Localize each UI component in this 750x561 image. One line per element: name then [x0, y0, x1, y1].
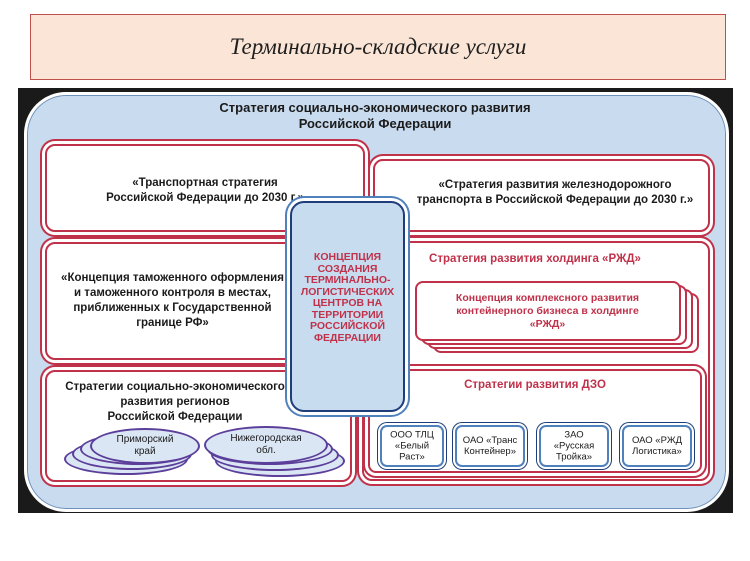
slide-title: Терминально-складские услуги	[30, 14, 726, 80]
company-card-russkaya-troika: ЗАО «Русская Тройка»	[539, 425, 609, 467]
text-line: «РЖД»	[529, 318, 566, 330]
text-line: развития регионов	[120, 396, 230, 408]
text-line: Логистика»	[632, 446, 682, 457]
region-name: Приморский край	[92, 434, 198, 458]
company-name: ООО ТЛЦ «Белый Раст»	[382, 430, 442, 463]
text-line: СОЗДАНИЯ	[317, 262, 378, 275]
region-name: Нижегородская обл.	[206, 433, 326, 457]
text-line: «Русская	[553, 440, 595, 452]
terminal-logistics-concept-box	[290, 201, 405, 412]
company-card-rzd-logistika: ОАО «РЖД Логистика»	[622, 425, 692, 467]
text-line: Стратегии социально-экономического	[65, 381, 285, 393]
text-line: транспорта в Российской Федерации до 203…	[416, 194, 694, 206]
text-line: Контейнер»	[464, 446, 516, 457]
text-line: КОНЦЕПЦИЯ	[313, 251, 382, 263]
main-title-line-2: Российской Федерации	[298, 116, 452, 131]
region-nizhny-novgorod: Нижегородская обл.	[204, 426, 328, 464]
text-line: Тройка»	[555, 451, 593, 463]
text-line: ЗАО	[564, 429, 584, 441]
company-card-belyi-rast: ООО ТЛЦ «Белый Раст»	[380, 425, 444, 467]
text-line: Приморский	[116, 434, 174, 445]
text-line: ТЕРМИНАЛЬНО-	[304, 274, 391, 286]
company-name: ОАО «Транс Контейнер»	[457, 435, 523, 457]
rail-strategy-text: «Стратегия развития железнодорожного тра…	[405, 178, 705, 208]
text-line: ООО ТЛЦ	[390, 429, 434, 441]
main-title-line-1: Стратегия социально-экономического разви…	[219, 100, 531, 115]
regions-strategy-text: Стратегии социально-экономического разви…	[55, 380, 295, 425]
region-primorsky: Приморский край	[90, 428, 200, 464]
text-line: «Транспортная стратегия	[132, 177, 278, 189]
text-line: Концепция комплексного развития	[455, 292, 640, 304]
text-line: Российской Федерации	[107, 411, 243, 423]
dzo-strategy-title: Стратегии развития ДЗО	[464, 379, 606, 391]
company-card-transcontainer: ОАО «Транс Контейнер»	[455, 425, 525, 467]
text-line: ТЕРРИТОРИИ	[311, 308, 384, 321]
text-line: границе РФ»	[136, 317, 209, 329]
rzd-holding-title: Стратегия развития холдинга «РЖД»	[429, 253, 641, 265]
company-name: ОАО «РЖД Логистика»	[624, 435, 690, 457]
text-line: «Белый	[394, 440, 430, 452]
main-strategy-title: Стратегия социально-экономического разви…	[130, 100, 620, 132]
text-line: ФЕДЕРАЦИИ	[314, 331, 381, 344]
text-line: ОАО «РЖД	[631, 435, 683, 446]
container-concept-card	[415, 281, 681, 341]
text-line: обл.	[256, 445, 276, 456]
text-line: и таможенного контроля в местах,	[74, 287, 271, 299]
terminal-logistics-concept-text: КОНЦЕПЦИЯ СОЗДАНИЯ ТЕРМИНАЛЬНО- ЛОГИСТИЧ…	[294, 251, 401, 344]
text-line: край	[134, 446, 156, 457]
text-line: «Стратегия развития железнодорожного	[438, 179, 672, 191]
text-line: ЦЕНТРОВ НА	[312, 297, 383, 309]
text-line: контейнерного бизнеса в холдинге	[456, 305, 639, 317]
transport-strategy-text: «Транспортная стратегия Российской Федер…	[60, 176, 350, 206]
rail-strategy-box	[373, 159, 710, 232]
text-line: ЛОГИСТИЧЕСКИХ	[300, 285, 395, 298]
text-line: РОССИЙСКОЙ	[310, 320, 385, 332]
customs-concept-text: «Концепция таможенного оформления и тамо…	[55, 271, 290, 331]
text-line: «Концепция таможенного оформления	[61, 272, 284, 284]
company-name: ЗАО «Русская Тройка»	[541, 430, 607, 463]
text-line: Раст»	[399, 451, 425, 463]
text-line: Российской Федерации до 2030 г.»	[106, 192, 304, 204]
container-concept-text: Концепция комплексного развития контейне…	[420, 292, 675, 331]
text-line: ОАО «Транс	[462, 435, 518, 446]
text-line: приближенных к Государственной	[73, 302, 272, 314]
text-line: Нижегородская	[230, 433, 302, 444]
